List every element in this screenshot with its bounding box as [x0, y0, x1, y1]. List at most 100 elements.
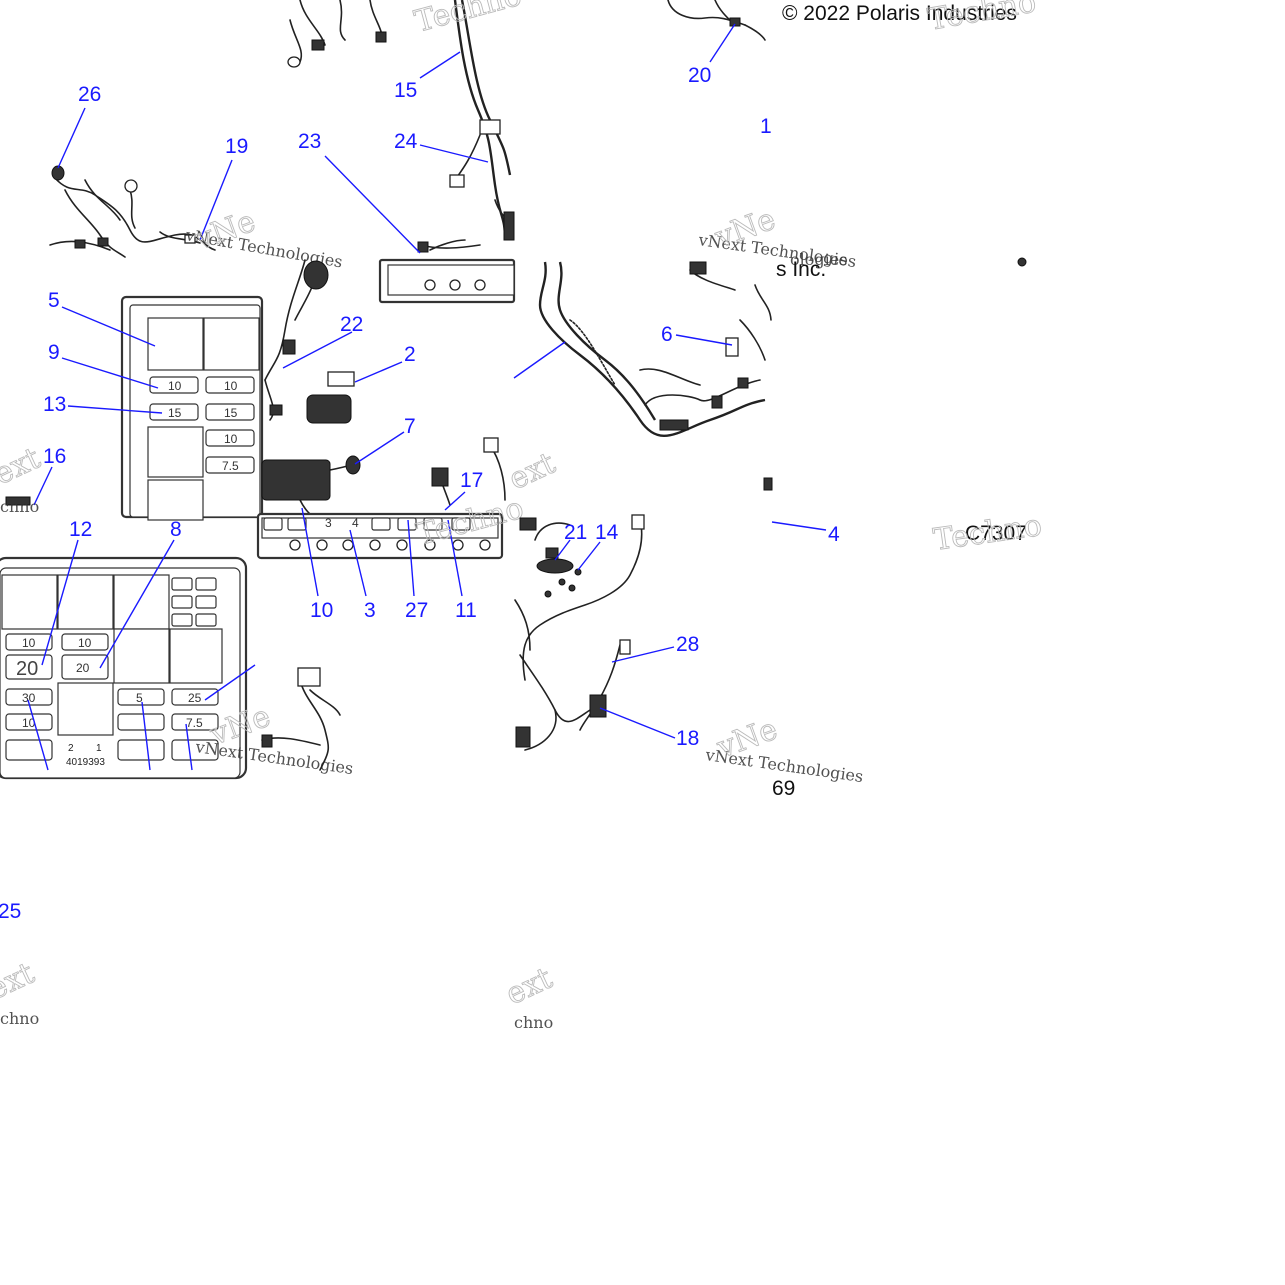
callout-26: 26	[78, 83, 101, 106]
fuse-15: 15	[224, 406, 238, 420]
watermark: chno	[514, 1013, 553, 1032]
callout-3: 3	[364, 599, 376, 622]
connector-icon	[729, 17, 741, 27]
connector-icon	[51, 165, 65, 181]
fuse-10: 10	[224, 379, 238, 393]
callout-23: 23	[298, 130, 321, 153]
watermark: ext	[0, 956, 40, 1007]
connector-icon	[74, 239, 86, 249]
callout-18: 18	[676, 727, 699, 750]
connector-icon	[431, 467, 449, 487]
callout-4: 4	[828, 523, 840, 546]
fuse-block-icon	[261, 459, 331, 501]
clip-icon	[545, 547, 559, 559]
figure-code-tail: 69	[772, 777, 795, 800]
fuse-25: 25	[188, 691, 202, 705]
fuse-20: 20	[16, 658, 38, 680]
callout-25: 25	[0, 900, 21, 923]
connector-icon	[269, 404, 283, 416]
connector-strip-label: 4	[352, 516, 359, 530]
connector-icon	[503, 211, 515, 241]
tile-top-middle: 15 24 23 Techno	[287, 0, 526, 254]
callout-7: 7	[404, 415, 416, 438]
fuse-10: 10	[22, 716, 36, 730]
callout-13: 13	[43, 393, 66, 416]
fuse-7-5: 7.5	[222, 459, 239, 473]
clip-icon	[184, 234, 196, 244]
screw-icon	[568, 584, 576, 592]
callout-22: 22	[340, 313, 363, 336]
callout-9: 9	[48, 341, 60, 364]
clip-icon	[479, 119, 501, 135]
watermark: Techno	[931, 508, 1044, 558]
part-number: 4019393	[66, 757, 105, 768]
relay-pin-label: 1	[96, 743, 102, 754]
clip-icon	[737, 377, 749, 389]
copyright-text: © 2022 Polaris Industries	[782, 2, 1017, 25]
callout-10: 10	[310, 599, 333, 622]
watermark: ext	[501, 961, 558, 1012]
clip-icon	[711, 395, 723, 409]
figure-code: C7307	[965, 522, 1027, 545]
screw-icon	[558, 578, 566, 586]
watermark: ext	[504, 446, 561, 497]
callout-16: 16	[43, 445, 66, 468]
callout-14: 14	[595, 521, 619, 544]
callout-1-partial: 1	[760, 115, 772, 138]
fuse-side-slots	[171, 577, 217, 627]
grommet-icon	[536, 558, 574, 574]
callout-17: 17	[460, 469, 483, 492]
lower-fragments: 25 ext chno ext chno	[0, 900, 558, 1032]
clip-icon	[282, 339, 296, 355]
connector-icon	[1017, 257, 1027, 267]
connector-icon	[261, 734, 273, 748]
callout-24: 24	[394, 130, 418, 153]
grommet-icon	[124, 179, 138, 193]
connector-icon	[519, 517, 537, 531]
connector-strip-label: 3	[325, 516, 332, 530]
fuse-10: 10	[22, 636, 36, 650]
callout-15: 15	[394, 79, 417, 102]
tile-far-right: 4 C7307 Techno	[771, 508, 1044, 558]
fuse-30: 30	[22, 691, 36, 705]
fuse-box-upper: 10 10 15 15 10 7.5 5 9 13 16 ext chno	[0, 289, 264, 521]
relay-pin-label: 2	[68, 743, 74, 754]
grommet-icon	[345, 455, 361, 475]
tile-mid-right: 6 vNext Technologies ologies s Inc. vNe …	[503, 201, 1027, 498]
fuse-7-5: 7.5	[186, 716, 203, 730]
connector-icon	[97, 237, 109, 247]
callout-2: 2	[404, 343, 416, 366]
watermark: Techno	[925, 0, 1038, 38]
callout-21: 21	[564, 521, 587, 544]
connector-icon	[287, 56, 301, 68]
label-sticker-icon	[327, 371, 355, 387]
connector-icon	[515, 726, 531, 748]
clip-icon	[659, 419, 689, 431]
callout-28: 28	[676, 633, 699, 656]
callout-8: 8	[170, 518, 182, 541]
connector-icon	[297, 667, 321, 687]
connector-icon	[375, 31, 387, 43]
copyright-tail: s Inc.	[776, 258, 826, 281]
tile-top-left: 26 19 vNext Technologies vNe	[49, 83, 344, 272]
callout-5: 5	[48, 289, 60, 312]
connector-icon	[5, 496, 31, 506]
callout-12: 12	[69, 518, 92, 541]
fuse-10: 10	[168, 379, 182, 393]
connector-icon	[689, 261, 707, 275]
connector-icon	[763, 477, 773, 491]
connector-icon	[725, 337, 739, 357]
watermark: ologies	[790, 250, 847, 269]
tile-mid-middle: 22 2 7 17	[261, 258, 516, 521]
fuse-20: 20	[76, 661, 90, 675]
callout-27: 27	[405, 599, 428, 622]
callout-19: 19	[225, 135, 248, 158]
callout-11: 11	[455, 599, 477, 622]
fuse-10: 10	[224, 432, 238, 446]
grommet-icon	[303, 260, 329, 290]
fuse-5: 5	[136, 691, 143, 705]
callout-20: 20	[688, 64, 711, 87]
tile-bottom-right: 21 14 28 18 vNext Technologies vNe 69	[514, 514, 864, 800]
watermark: chno	[0, 497, 39, 516]
